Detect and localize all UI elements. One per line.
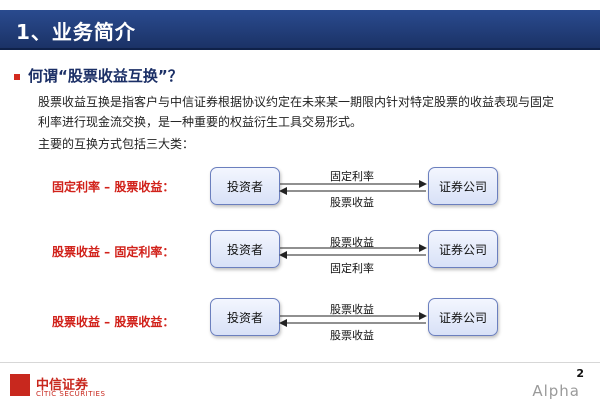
page-number: 2 xyxy=(576,367,584,380)
watermark: Alpha xyxy=(532,382,580,400)
investor-box-1: 投资者 xyxy=(210,167,280,205)
section-question: 何谓“股票收益互换”？ xyxy=(28,67,183,85)
section-heading: 何谓“股票收益互换”？ xyxy=(14,65,183,86)
flow-top-2: 股票收益 xyxy=(330,236,374,249)
title-bar: 1、业务简介 xyxy=(0,10,600,50)
logo-cn: 中信证券 xyxy=(36,378,89,393)
swap-label-1: 固定利率 – 股票收益： xyxy=(52,180,175,194)
flow-bottom-3: 股票收益 xyxy=(330,329,374,342)
flow-bottom-2: 固定利率 xyxy=(330,262,374,275)
investor-box-3: 投资者 xyxy=(210,298,280,336)
investor-box-2: 投资者 xyxy=(210,230,280,268)
broker-box-1: 证券公司 xyxy=(428,167,498,205)
square-bullet-icon xyxy=(14,73,20,80)
intro-paragraph: 股票收益互换是指客户与中信证券根据协议约定在未来某一期限内针对特定股票的收益表现… xyxy=(38,95,555,129)
broker-box-2: 证券公司 xyxy=(428,230,498,268)
types-intro: 主要的互换方式包括三大类： xyxy=(38,137,195,151)
swap-label-2: 股票收益 – 固定利率： xyxy=(52,245,175,259)
logo-en: CITIC SECURITIES xyxy=(36,390,106,398)
flow-top-3: 股票收益 xyxy=(330,303,374,316)
flow-top-1: 固定利率 xyxy=(330,170,374,183)
page-title: 1、业务简介 xyxy=(16,20,136,44)
broker-box-3: 证券公司 xyxy=(428,298,498,336)
footer-divider xyxy=(0,362,600,363)
swap-label-3: 股票收益 – 股票收益： xyxy=(52,315,175,329)
citic-logo-icon xyxy=(10,374,30,396)
flow-bottom-1: 股票收益 xyxy=(330,196,374,209)
